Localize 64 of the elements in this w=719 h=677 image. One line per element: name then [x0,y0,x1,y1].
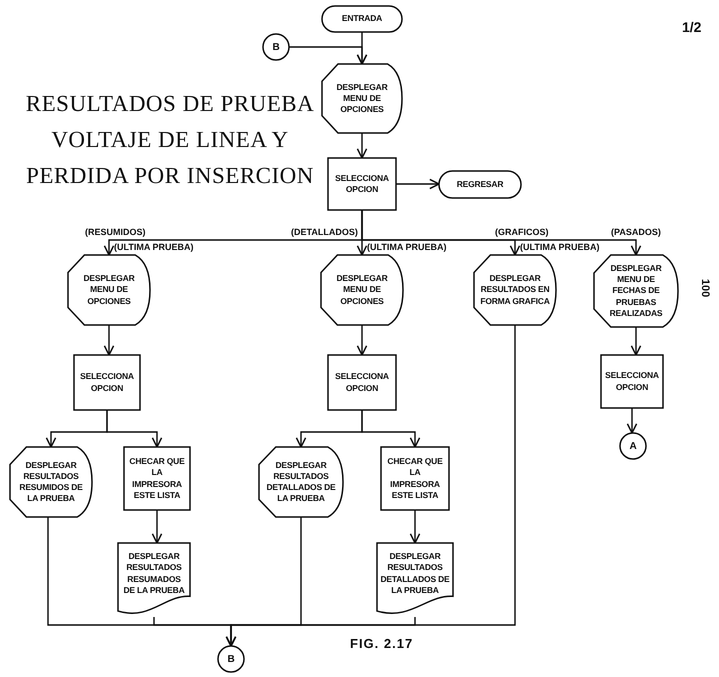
node-text: DESPLEGAR MENU DE FECHAS DE PRUEBAS REALIZADAS [608,263,664,319]
node-text: DESPLEGAR RESULTADOS DETALLADOS DE LA PRUEBA [380,551,450,596]
node-text: B [227,652,235,666]
node-text: REGRESAR [456,178,504,190]
flow-arrow [152,510,162,544]
node-text: CHECAR QUE LA IMPRESORA ESTE LISTA [128,456,186,501]
display-shape [594,255,678,327]
node-text: DESPLEGAR MENU DE OPCIONES [335,82,389,116]
node-text: DESPLEGAR RESULTADOS RESUMIDOS DE LA PRUEBA [18,460,84,504]
node-text: DESPLEGAR RESULTADOS DETALLADOS DE LA PRUEBA [265,460,337,504]
node-text: DESPLEGAR RESULTADOS RESUMADOS DE LA PRUEBA [122,551,186,596]
flow-arrow [626,408,638,434]
flow-arrow [289,46,368,65]
edge-label: (PASADOS) [610,227,662,238]
edge-label: (DETALLADOS) [290,227,359,238]
edge-label: (RESUMIDOS) [84,227,146,238]
document-shape [118,543,190,617]
flow-arrow [106,410,162,448]
page-number: 100 [699,278,712,298]
process-box [328,355,396,410]
display-shape [259,447,343,517]
display-shape [68,255,150,325]
process-box [124,447,190,510]
node-text: ENTRADA [342,13,382,25]
page-number: 1/2 [682,20,702,36]
process-box [74,355,140,410]
flow-arrow [104,325,114,356]
node-text: DESPLEGAR MENU DE OPCIONES [335,273,389,307]
edge-label: (GRAFICOS) [494,227,550,238]
display-shape [474,255,556,325]
display-shape [321,255,403,325]
branch-label: (ULTIMA PRUEBA) [367,243,446,253]
node-text: SELECCIONA OPCION [79,371,135,394]
flow-arrow [396,178,440,190]
flow-arrow [410,510,420,544]
terminal-shape [322,6,402,32]
flow-arrow [356,325,368,356]
flow-arrow [361,210,642,256]
figure-caption: FIG. 2.17 [350,636,414,651]
diagram-title: RESULTADOS DE PRUEBA VOLTAJE DE LINEA Y PERDIDA POR INSERCION [24,90,316,190]
flow-arrow [361,410,420,448]
node-text: B [272,40,280,54]
document-shape [377,543,453,617]
node-text: SELECCIONA OPCION [334,371,390,394]
node-text: CHECAR QUE LA IMPRESORA ESTE LISTA [386,456,444,501]
process-box [381,447,449,510]
flow-arrow [226,325,516,647]
branch-label: (ULTIMA PRUEBA) [520,243,600,253]
process-box [601,355,663,408]
node-text: SELECCIONA OPCION [605,370,659,393]
node-text: DESPLEGAR RESULTADOS EN FORMA GRAFICA [480,273,550,307]
process-box [328,158,396,210]
node-text: SELECCIONA OPCION [334,172,390,196]
display-shape [322,64,402,133]
branch-label: (ULTIMA PRUEBA) [114,243,194,253]
connector-circle [218,646,244,672]
connector-circle [620,433,646,459]
terminal-shape [439,171,521,198]
display-shape [10,447,92,517]
node-text: DESPLEGAR MENU DE OPCIONES [82,273,136,307]
flow-arrow [356,133,368,159]
flow-arrow [630,327,642,356]
node-text: A [629,440,637,452]
connector-circle [263,34,289,60]
